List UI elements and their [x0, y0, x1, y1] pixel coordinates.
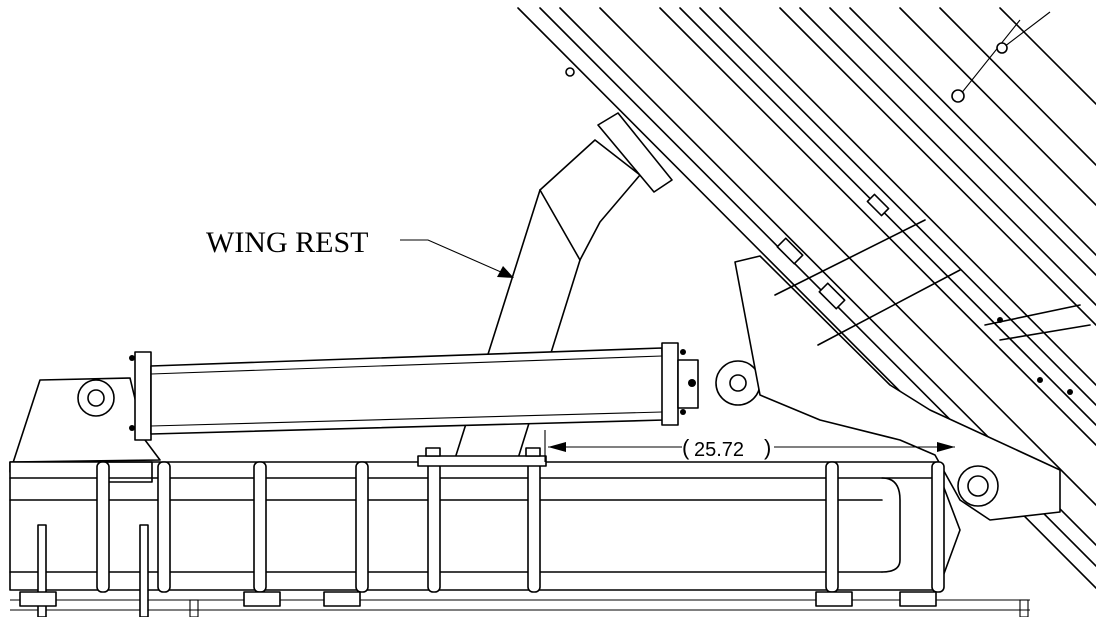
dimension-open-paren: ( — [682, 435, 690, 460]
wing-rest-label: WING REST — [206, 226, 368, 259]
leader-arrowhead — [497, 266, 514, 278]
main-frame — [9, 447, 1030, 617]
pivot-bracket — [734, 193, 1091, 521]
leader-line — [400, 239, 511, 277]
dimension-arrowhead-right — [937, 442, 955, 452]
wing-frame — [517, 7, 1096, 589]
dimension-close-paren: ) — [764, 435, 771, 460]
wing-rest-callout: WING REST — [206, 226, 514, 278]
dimension-arrowhead-left — [548, 442, 566, 452]
hydraulic-cylinder — [9, 342, 761, 473]
dimension-callout: ( 25.72 ) — [544, 430, 955, 462]
dimension-value: 25.72 — [694, 439, 744, 461]
